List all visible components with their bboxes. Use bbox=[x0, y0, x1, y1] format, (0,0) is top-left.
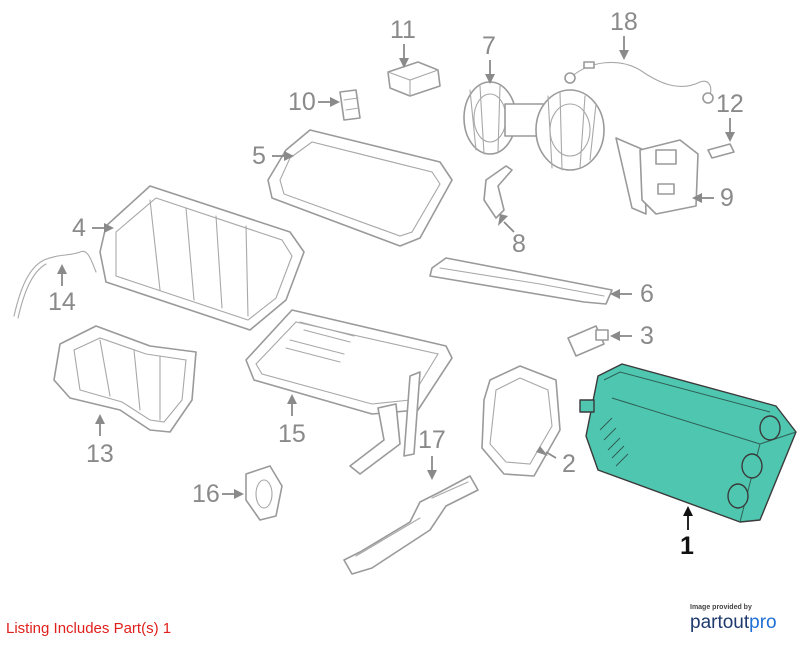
svg-text:17: 17 bbox=[418, 426, 446, 454]
part-18-harness bbox=[564, 61, 714, 104]
callout-10: 10 bbox=[288, 88, 340, 116]
svg-text:3: 3 bbox=[640, 322, 654, 350]
svg-text:16: 16 bbox=[192, 480, 220, 508]
part-5-gasket bbox=[267, 129, 453, 247]
callout-7: 7 bbox=[482, 32, 496, 84]
part-9-control-unit bbox=[615, 137, 699, 215]
svg-text:10: 10 bbox=[288, 88, 316, 116]
part-1-evaporator-highlighted[interactable] bbox=[579, 363, 797, 523]
callout-12: 12 bbox=[716, 90, 744, 142]
listing-caption: Listing Includes Part(s) 1 bbox=[6, 620, 172, 637]
part-13-blower-housing bbox=[53, 325, 197, 433]
svg-text:8: 8 bbox=[512, 230, 526, 258]
part-14-hose bbox=[13, 250, 97, 319]
part-12-sensor bbox=[707, 143, 735, 159]
part-11-module bbox=[387, 61, 441, 97]
part-6-gasket-strip bbox=[429, 257, 613, 305]
svg-text:9: 9 bbox=[720, 184, 734, 212]
part-17-pipe bbox=[343, 475, 479, 575]
callout-2: 2 bbox=[536, 446, 576, 478]
svg-text:5: 5 bbox=[252, 142, 266, 170]
callout-18: 18 bbox=[610, 8, 638, 60]
svg-text:18: 18 bbox=[610, 8, 638, 36]
svg-text:11: 11 bbox=[390, 16, 416, 44]
callout-16: 16 bbox=[192, 480, 244, 508]
part-16-clip bbox=[245, 465, 283, 521]
part-7-blower-motor bbox=[463, 81, 605, 171]
brand-main: partout bbox=[690, 612, 750, 633]
part-15-heater-core bbox=[245, 309, 453, 475]
callout-9: 9 bbox=[692, 184, 734, 212]
svg-text:15: 15 bbox=[278, 420, 306, 448]
svg-text:6: 6 bbox=[640, 280, 654, 308]
svg-text:4: 4 bbox=[72, 214, 86, 242]
part-10-clip bbox=[339, 89, 361, 121]
svg-text:7: 7 bbox=[482, 32, 496, 60]
callout-11: 11 bbox=[390, 16, 416, 68]
svg-text:14: 14 bbox=[48, 288, 76, 316]
partoutpro-logo[interactable]: partoutpro bbox=[690, 612, 790, 634]
image-credit: Image provided by partoutpro bbox=[690, 604, 790, 634]
part-3-valve bbox=[567, 325, 609, 357]
callout-3: 3 bbox=[610, 322, 654, 350]
callout-15: 15 bbox=[278, 394, 306, 448]
callout-5: 5 bbox=[252, 142, 294, 170]
callout-14: 14 bbox=[48, 264, 76, 316]
callout-13: 13 bbox=[86, 414, 114, 468]
svg-text:2: 2 bbox=[562, 450, 576, 478]
callout-8: 8 bbox=[498, 214, 526, 258]
callout-17: 17 bbox=[418, 426, 446, 480]
svg-text:12: 12 bbox=[716, 90, 744, 118]
credit-caption: Image provided by bbox=[690, 604, 752, 611]
svg-text:13: 13 bbox=[86, 440, 114, 468]
part-4-housing bbox=[99, 185, 305, 331]
callout-4: 4 bbox=[72, 214, 114, 242]
part-8-bracket bbox=[483, 165, 513, 219]
part-2-duct bbox=[481, 365, 561, 477]
svg-text:1: 1 bbox=[680, 532, 694, 560]
callout-6: 6 bbox=[610, 280, 654, 308]
callout-1: 1 bbox=[680, 506, 694, 560]
brand-accent: pro bbox=[749, 612, 777, 633]
